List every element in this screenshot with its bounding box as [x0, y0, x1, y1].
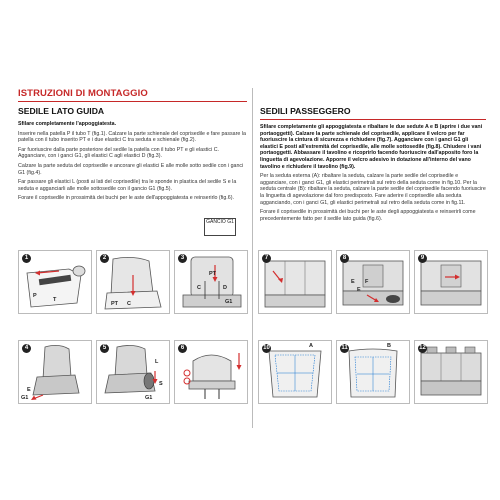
column-divider — [252, 88, 253, 428]
hook-code-box: GANCIO G1 — [204, 218, 236, 236]
left-paragraph-3: Far fuoriuscire dalla parte posteriore d… — [18, 146, 219, 160]
figure-11: 11 B — [336, 340, 410, 404]
figure-1: 1 P T — [18, 250, 92, 314]
main-title: ISTRUZIONI DI MONTAGGIO — [18, 88, 148, 99]
driver-seat-heading: SEDILE LATO GUIDA — [18, 106, 105, 116]
subtitle-rule — [260, 119, 486, 120]
left-paragraph-2: Inserire nella patella P il tubo T (fig.… — [18, 130, 246, 144]
left-paragraph-5: Far passare gli elastici L (posti ai lat… — [18, 179, 237, 192]
right-paragraph-1: Sfilare completamente gli appoggiatesta … — [260, 124, 483, 170]
figure-2: 2 PT C — [96, 250, 170, 314]
figure-4: 4 E G1 — [18, 340, 92, 404]
figure-12: 12 — [414, 340, 488, 404]
title-rule — [18, 101, 247, 102]
figure-10: 10 A — [258, 340, 332, 404]
figure-7: 7 — [258, 250, 332, 314]
right-paragraph-3: Forare il coprisedile in prossimità dei … — [260, 209, 476, 222]
figure-6: 6 — [174, 340, 248, 404]
left-paragraph-4: Calzare la parte seduta del coprisedile … — [18, 162, 244, 176]
figure-8: 8 E E F — [336, 250, 410, 314]
figure-number: 1 — [22, 254, 31, 263]
left-paragraph-6: Forare il coprisedile in prossimità dei … — [18, 195, 234, 202]
right-column: SEDILI PASSEGGERO Sfilare completamente … — [260, 88, 486, 225]
figure-5: 5 L S G1 — [96, 340, 170, 404]
left-column: ISTRUZIONI DI MONTAGGIO SEDILE LATO GUID… — [18, 88, 247, 205]
figure-9: 9 — [414, 250, 488, 314]
passenger-seats-heading: SEDILI PASSEGGERO — [260, 106, 351, 116]
left-paragraph-1: Sfilare completamente l'appoggiatesta. — [18, 121, 117, 127]
right-paragraph-2: Per la seduta esterna (A): ribaltare la … — [260, 173, 486, 206]
figure-3: 3 PT C D G1 — [174, 250, 248, 314]
